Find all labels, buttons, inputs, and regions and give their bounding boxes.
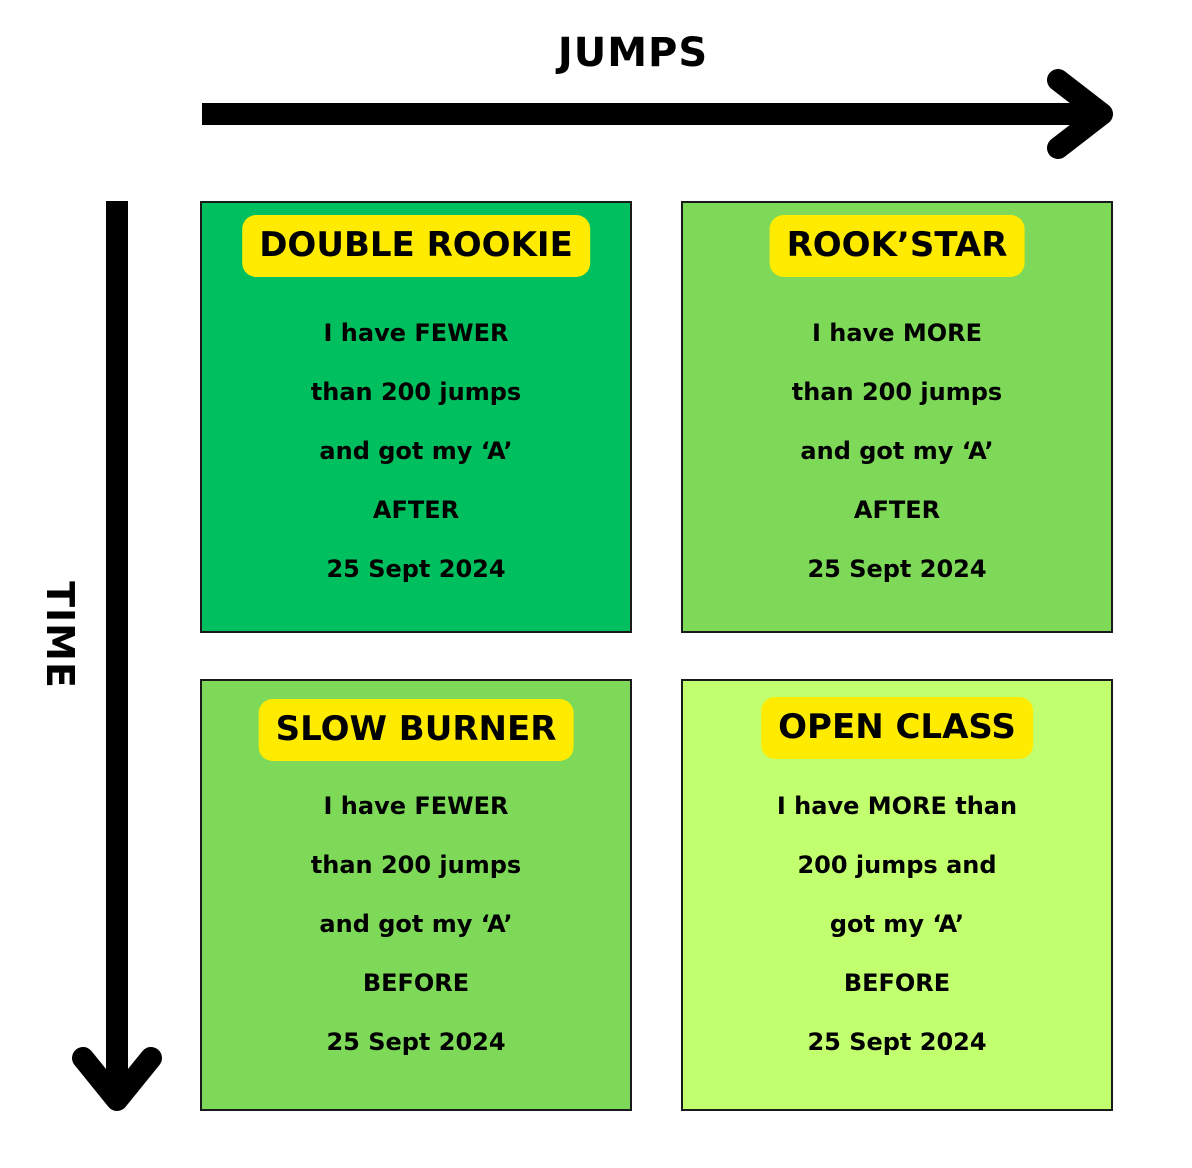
description-line: and got my ‘A’	[319, 910, 513, 938]
category-description: I have FEWER than 200 jumps and got my ‘…	[202, 777, 630, 1072]
description-line: AFTER	[372, 496, 460, 524]
category-description: I have MORE than 200 jumps and got my ‘A…	[683, 777, 1111, 1072]
quadrant-open-class: OPEN CLASS I have MORE than 200 jumps an…	[681, 679, 1113, 1111]
description-line: I have FEWER	[323, 319, 509, 347]
category-tag: ROOK’STAR	[769, 215, 1025, 277]
time-arrow-icon	[72, 201, 162, 1111]
description-line: than 200 jumps	[310, 851, 522, 879]
quadrant-slow-burner: SLOW BURNER I have FEWER than 200 jumps …	[200, 679, 632, 1111]
description-line: than 200 jumps	[310, 378, 522, 406]
category-tag: DOUBLE ROOKIE	[242, 215, 590, 277]
description-line: BEFORE	[843, 969, 951, 997]
description-line: 25 Sept 2024	[326, 555, 506, 583]
category-tag: SLOW BURNER	[258, 699, 574, 761]
jumps-arrow-icon	[202, 69, 1113, 159]
description-line: than 200 jumps	[791, 378, 1003, 406]
category-description: I have FEWER than 200 jumps and got my ‘…	[202, 304, 630, 599]
description-line: I have MORE than	[776, 792, 1018, 820]
description-line: 25 Sept 2024	[807, 555, 987, 583]
description-line: I have MORE	[811, 319, 982, 347]
description-line: BEFORE	[362, 969, 470, 997]
description-line: 200 jumps and	[797, 851, 997, 879]
quadrant-rookstar: ROOK’STAR I have MORE than 200 jumps and…	[681, 201, 1113, 633]
category-description: I have MORE than 200 jumps and got my ‘A…	[683, 304, 1111, 599]
description-line: 25 Sept 2024	[326, 1028, 506, 1056]
description-line: and got my ‘A’	[800, 437, 994, 465]
description-line: I have FEWER	[323, 792, 509, 820]
description-line: AFTER	[853, 496, 941, 524]
description-line: 25 Sept 2024	[807, 1028, 987, 1056]
description-line: and got my ‘A’	[319, 437, 513, 465]
jumps-axis-label: JUMPS	[557, 30, 709, 76]
quadrant-double-rookie: DOUBLE ROOKIE I have FEWER than 200 jump…	[200, 201, 632, 633]
description-line: got my ‘A’	[829, 910, 965, 938]
category-tag: OPEN CLASS	[761, 697, 1033, 759]
